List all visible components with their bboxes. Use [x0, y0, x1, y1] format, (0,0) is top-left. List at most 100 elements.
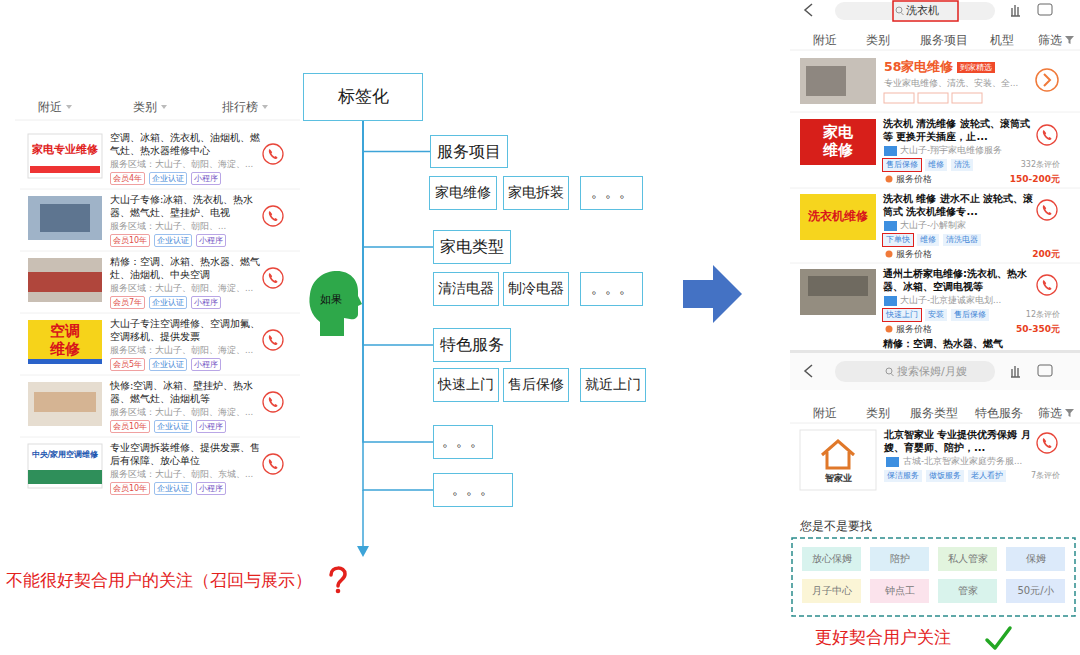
node-text: 家电维修 — [435, 184, 491, 202]
tag-box: 服务项目 — [430, 135, 508, 168]
service-tag-holder: 安装 — [925, 309, 947, 321]
listing-meta: 服务区域：大山子、朝阳、海淀、... — [110, 407, 253, 418]
divider — [20, 189, 300, 437]
service-tag-holder: 保洁服务 — [884, 470, 922, 482]
listing-title: 北京智家业 专业提供优秀保姆 月嫂、育婴师、陪护，... — [884, 428, 1036, 454]
listing-meta: 大山子-北京捷诚家电划... — [900, 295, 1001, 306]
badge: 到家精选 — [957, 62, 995, 73]
filter-tab: 类别 — [133, 100, 157, 115]
right-top-screenshot — [790, 188, 1080, 189]
filter-tab-holder: 机型 — [990, 33, 1014, 48]
listing-title-holder: 北京智家业 专业提供优秀保姆 月嫂、育婴师、陪护，... — [884, 428, 1036, 454]
phone-icon — [263, 454, 283, 474]
verified-tag-holder: 企业认证 — [149, 296, 187, 309]
listing-title: 精修：空调、热水器、燃气 — [883, 337, 1003, 350]
miniapp-tag: 小程序 — [196, 420, 226, 433]
listing-title: 大山子专注空调维修、空调加氟、空调移机、提供发票 — [110, 317, 262, 343]
image-text: 空调 维修 — [45, 322, 85, 358]
connector-group — [363, 121, 433, 490]
suggest-chip-holder: 私人管家 — [938, 547, 997, 571]
filter-tab: 服务类型 — [910, 406, 958, 421]
price-value: 150-200元 — [1010, 174, 1060, 185]
right-bottom-screenshot — [805, 365, 812, 377]
listing-meta-holder: 古城-北京智家业家庭劳务服... — [903, 456, 1022, 467]
verified-tag: 企业认证 — [154, 234, 192, 247]
listing-meta: 古城-北京智家业家庭劳务服... — [903, 456, 1022, 467]
right-top-screenshot — [790, 263, 1080, 264]
listing-image — [34, 392, 96, 412]
tag-box: 家电类型 — [433, 230, 511, 264]
logo-text: 智家业 — [825, 472, 852, 484]
tree-trunk-end — [357, 490, 369, 557]
verified-tag: 企业认证 — [154, 482, 192, 495]
right-top-screenshot — [884, 93, 914, 103]
listing-title: 通州土桥家电维修:洗衣机、热水器、冰箱、空调电视等 — [883, 267, 1035, 293]
service-tag-holder: 维修 — [917, 234, 939, 246]
problem-caption-holder: 不能很好契合用户的关注（召回与展示） — [6, 569, 312, 591]
brand-name: 58家电维修 — [884, 59, 953, 74]
listing-title: 洗衣机 清洗维修 波轮式、滚筒式等 更换开关插座，止... — [883, 117, 1035, 143]
listing-meta: 服务区域：大山子、朝阳、海淀、... — [110, 159, 253, 170]
suggest-chip: 月子中心 — [802, 579, 861, 603]
right-top-screenshot — [790, 1, 1080, 333]
right-top-screenshot — [901, 13, 904, 16]
thinking-head: 如果 — [308, 270, 362, 336]
search-placeholder: 搜索保姆/月嫂 — [897, 365, 967, 378]
member-tag: 会员10年 — [110, 420, 150, 433]
benefit-caption: 更好契合用户关注 — [815, 626, 951, 648]
right-top-screenshot — [918, 93, 948, 103]
filter-tab: 筛选 — [1038, 33, 1062, 48]
service-tag: 快速上门 — [883, 309, 921, 321]
listing-title-holder: 通州土桥家电维修:洗衣机、热水器、冰箱、空调电视等 — [883, 267, 1035, 293]
branch-connector — [363, 121, 433, 247]
right-top-screenshot — [1037, 200, 1057, 220]
filter-tab: 附近 — [813, 33, 837, 48]
right-bottom-screenshot — [886, 368, 892, 374]
review-count: 12条评价 — [1026, 309, 1060, 320]
service-tag: 清洗电器 — [943, 234, 981, 246]
right-top-screenshot — [884, 296, 897, 306]
node-text: 家电拆装 — [508, 184, 564, 202]
question-mark — [336, 589, 341, 594]
miniapp-tag-holder: 小程序 — [196, 234, 226, 247]
search-query: 洗衣机 — [906, 4, 939, 17]
right-top-screenshot — [800, 194, 876, 240]
right-top-screenshot — [800, 269, 876, 315]
right-top-screenshot — [1044, 74, 1050, 86]
listing-title-holder: 大山子专注空调维修、空调加氟、空调移机、提供发票 — [110, 317, 262, 343]
right-bottom-screenshot — [1011, 366, 1020, 377]
right-top-screenshot — [886, 176, 893, 183]
listing-image — [40, 204, 90, 232]
listing-image — [28, 258, 102, 302]
filter-tab-holder: 附近 — [813, 406, 837, 421]
price-label: 服务价格 — [896, 324, 932, 335]
listing-meta: 服务区域：大山子、朝阳、海淀、... — [110, 283, 253, 294]
right-bottom-screenshot — [835, 361, 995, 382]
member-tag-holder: 会员10年 — [110, 234, 150, 247]
right-bottom-screenshot — [790, 423, 1080, 424]
verified-tag: 企业认证 — [149, 296, 187, 309]
right-top-screenshot — [1036, 69, 1058, 91]
service-tag-holder: 维修 — [925, 159, 947, 171]
verified-tag: 企业认证 — [149, 358, 187, 371]
tag-box: 清洁电器 — [433, 272, 499, 306]
miniapp-tag: 小程序 — [191, 296, 221, 309]
listing-title: 空调、冰箱、洗衣机、油烟机、燃气灶、热水器维修中心 — [110, 131, 262, 157]
listing-meta-holder: 服务区域：大山子、朝阳、... — [110, 221, 226, 232]
right-top-screenshot — [1011, 5, 1020, 16]
review-count-holder: 7条评价 — [1031, 470, 1060, 481]
node-text: 家电类型 — [440, 237, 504, 257]
listing-title-holder: 空调、冰箱、洗衣机、油烟机、燃气灶、热水器维修中心 — [110, 131, 262, 157]
tag-box: 家电拆装 — [503, 176, 569, 210]
miniapp-tag-holder: 小程序 — [191, 358, 221, 371]
listing-image — [28, 134, 102, 178]
suggest-chip: 私人管家 — [938, 547, 997, 571]
image-text-holder: 家电专业维修 — [28, 143, 102, 157]
image-text-holder: 中央/家用空调维修 — [28, 449, 102, 460]
image-text: 中央/家用空调维修 — [32, 449, 99, 460]
suggest-chip: 保姆 — [1006, 547, 1065, 571]
suggest-chip-holder: 管家 — [938, 579, 997, 603]
price-value-holder: 200元 — [1032, 249, 1060, 260]
verified-tag-holder: 企业认证 — [149, 172, 187, 185]
